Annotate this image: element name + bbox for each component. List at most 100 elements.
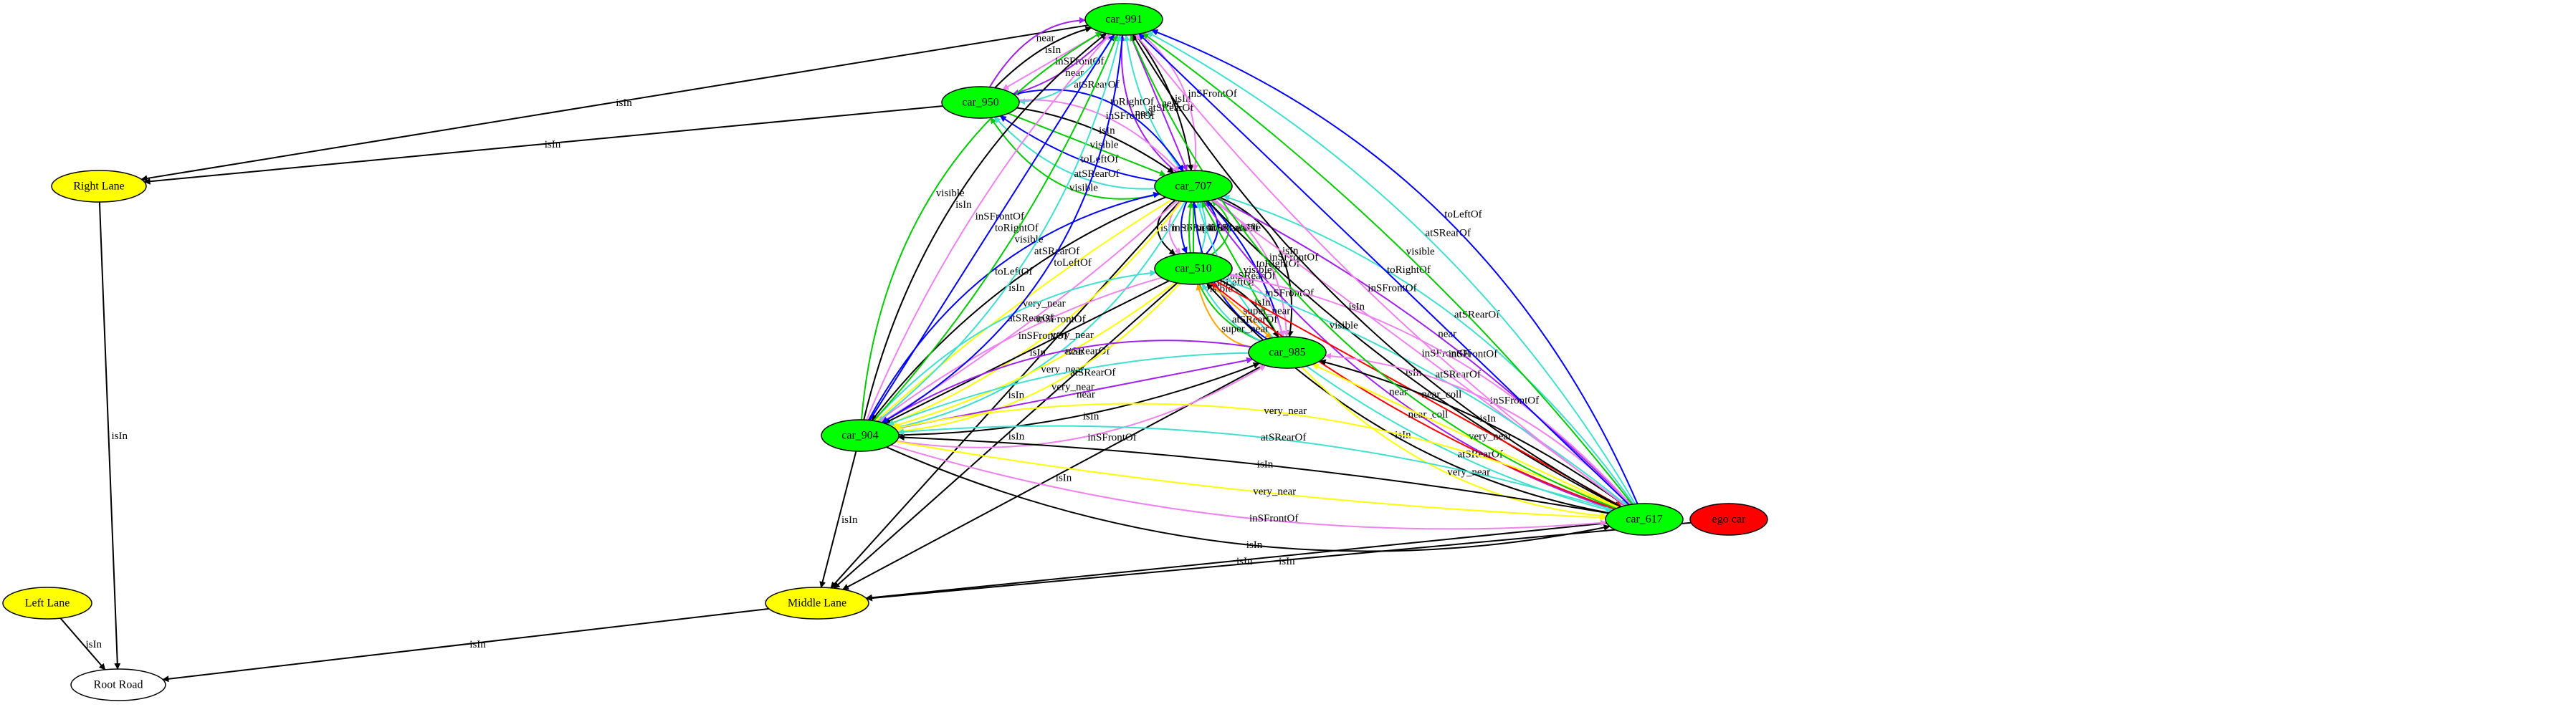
edge-car_950-visible-car_707 [1008,112,1167,176]
edge-label: isIn [841,514,858,526]
node-shape [1248,336,1327,369]
edge-car_617-very_near-car_904 [894,403,1618,509]
edge-car_707-near-car_617 [1217,198,1631,506]
edge-car_904-visible-car_991 [860,32,1102,420]
node-shape [1689,503,1768,536]
node-shape [941,86,1020,119]
edge-car_904-inSFrontOf-car_617 [891,444,1607,530]
edge-car_991-isIn-car_707 [1135,34,1194,171]
edge-label: isIn [1246,539,1263,551]
edge-car_950-toRightOf-car_707 [1013,89,1184,172]
edge-label: very_near [1051,381,1094,393]
edge-label: atSRearOf [1454,309,1499,320]
node-car-950[interactable]: car_950 [941,86,1020,119]
edge-label: toLeftOf [1444,209,1482,221]
edge-car_510-inSFrontOf-car_904 [877,276,1162,423]
node-root-road[interactable]: Root Road [70,668,166,701]
edge-car_617-atSRearOf-car_707 [1223,195,1634,505]
edge-car_707-near-car_617 [1203,201,1615,511]
edge-label: toRightOf [1110,97,1154,108]
node-middle-lane[interactable]: Middle Lane [765,587,869,620]
edge-car_904-isIn-car_617 [886,446,1611,552]
edge-car_617-toLeftOf-car_991 [1151,29,1638,504]
edge-label: inSFrontOf [1055,56,1104,67]
edge-label: toLeftOf [1081,154,1118,165]
node-shape [1084,3,1163,36]
node-shape [2,587,92,620]
edge-label: isIn [1279,556,1295,567]
edge-car_707-inSFrontOf-car_510 [1168,201,1181,254]
edge-car_950-isIn-right_lane [143,105,943,185]
edge-car_510-toLeftOf-car_707 [1206,201,1218,254]
edge-label: atSRearOf [1074,168,1119,180]
node-car-985[interactable]: car_985 [1248,336,1327,369]
edge-label: toRightOf [995,223,1039,234]
edge-label: isIn [955,199,972,211]
edge-label: super_near [1244,306,1291,317]
node-shape [1605,503,1684,536]
edge-car_985-very_near-car_617 [1301,366,1607,519]
edge-label: isIn [1056,473,1072,484]
edge-middle_lane-isIn-root_road [162,607,769,683]
edge-car_617-isIn-car_510 [1206,282,1609,514]
edge-label: atSRearOf [1230,271,1275,282]
node-car-991[interactable]: car_991 [1084,3,1163,36]
edge-label: inSFrontOf [1249,513,1298,524]
edge-label: isIn [1175,93,1191,105]
edge-car_617-isIn-middle_lane [865,522,1607,601]
node-car-617[interactable]: car_617 [1605,503,1684,536]
edge-car_617-inSFrontOf-car_991 [1135,34,1626,506]
edge-label: isIn [1008,282,1025,294]
node-label: car_991 [1105,14,1142,26]
edge-car_617-isIn-car_985 [1319,359,1626,506]
edge-car_985-atSRearOf-car_904 [887,352,1249,426]
node-car-707[interactable]: car_707 [1154,170,1233,203]
node-right-lane[interactable]: Right Lane [51,170,147,203]
node-shape [1154,170,1233,203]
edge-label: isIn [1236,556,1253,567]
edge-label: isIn [86,639,102,650]
edge-car_510-isIn-car_985 [1219,279,1279,338]
edge-car_950-isIn-car_991 [994,26,1092,89]
edge-car_950-near-car_991 [988,16,1086,88]
edge-label: atSRearOf [1261,432,1306,443]
node-label: Right Lane [73,181,125,193]
node-label: Root Road [94,679,143,691]
edge-label: isIn [112,431,128,442]
edge-car_617-near_coll-car_510 [1210,282,1616,510]
edge-label: isIn [1008,390,1025,401]
edge-label: atSRearOf [1232,314,1277,326]
node-shape [1154,252,1233,285]
edge-car_617-atSRearOf-car_904 [897,425,1613,511]
node-shape [821,419,900,452]
edge-label: isIn [545,139,561,150]
edge-label: toLeftOf [995,266,1032,277]
edge-car_991-toLeftOf-car_904 [882,34,1124,423]
node-shape [70,668,166,701]
node-ego-car[interactable]: ego car [1689,503,1768,536]
edge-layer: isIn isIn isIn isIn isIn isIn isIn isIn isIn isIn… [59,16,1692,683]
edge-label: atSRearOf [1458,448,1503,460]
node-left-lane[interactable]: Left Lane [2,587,92,620]
edge-label: super_near [1221,323,1269,335]
edge-label: atSRearOf [1070,367,1115,379]
edge-car_904-atSRearOf-car_510 [873,269,1157,422]
edge-label: near_coll [1422,389,1462,400]
edge-label: visible [1406,246,1435,257]
edge-car_617-visible-car_991 [1142,32,1633,505]
edge-car_707-near-car_991 [1118,34,1177,173]
edge-label: near [1066,346,1084,357]
node-car-904[interactable]: car_904 [821,419,900,452]
edge-label: very_near [1253,486,1296,498]
node-car-510[interactable]: car_510 [1154,252,1233,285]
edge-car_707-toLeftOf-car_950 [999,115,1158,182]
node-label: Left Lane [25,597,70,610]
edge-label: isIn [1349,301,1365,312]
edge-label: isIn [469,639,486,650]
edge-car_617-very_near-car_985 [1312,363,1619,509]
edge-car_904-isIn-car_991 [863,32,1107,420]
edge-label: atSRearOf [1008,313,1053,324]
node-label: car_510 [1175,263,1212,275]
edge-car_985-atSRearOf-car_617 [1306,365,1613,513]
